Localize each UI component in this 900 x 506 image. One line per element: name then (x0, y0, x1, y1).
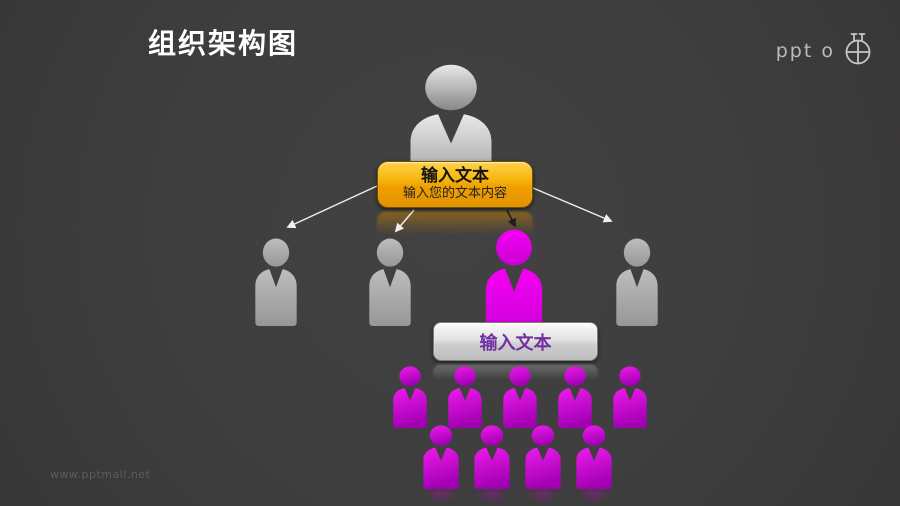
brand-logo: PPT O (776, 32, 876, 70)
brand-logo-text: PPT O (775, 40, 835, 62)
member-icon-gray (616, 238, 658, 326)
arrow-to-member-2 (394, 209, 415, 233)
root-button-title: 输入文本 (421, 166, 489, 186)
member-icon-gray (255, 238, 297, 326)
staff-icon (393, 366, 427, 428)
arrow-to-highlight-member (506, 209, 516, 228)
staff-icon (474, 425, 510, 489)
staff-icon (503, 366, 537, 428)
root-text-button[interactable]: 输入文本 输入您的文本内容 (377, 161, 533, 208)
staff-icon (423, 425, 459, 489)
arrow-to-member-1 (286, 185, 378, 229)
sub-button-title: 输入文本 (479, 332, 552, 354)
member-icon-gray (369, 238, 411, 326)
level3-staff (393, 366, 647, 489)
staff-icon (576, 425, 612, 489)
arrow-to-member-4 (532, 187, 613, 223)
staff-icon (448, 366, 482, 428)
staff-icon (613, 366, 647, 428)
staff-icon (558, 366, 592, 428)
page-title: 组织架构图 (148, 27, 299, 60)
staff-icon (525, 425, 561, 489)
watermark: www.pptmall.net (50, 468, 151, 481)
root-button-subtitle: 输入您的文本内容 (402, 186, 507, 201)
compass-circle-icon (845, 33, 871, 65)
sub-text-button[interactable]: 输入文本 (433, 322, 598, 361)
